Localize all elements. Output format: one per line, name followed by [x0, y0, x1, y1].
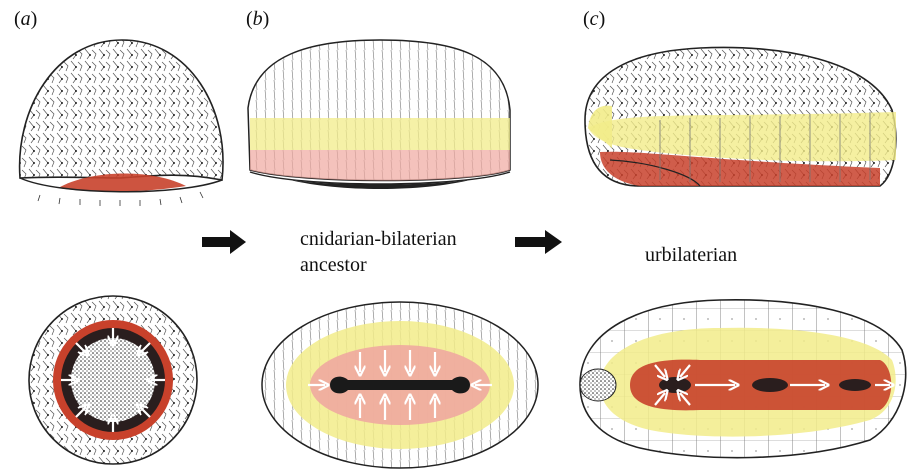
panel-a-oral-view	[29, 296, 197, 464]
pink-zone	[250, 150, 510, 181]
yellow-zone	[250, 118, 510, 150]
panel-c-oral-view	[580, 300, 906, 458]
panel-c-side-view	[585, 47, 896, 186]
panel-b-oral-view	[262, 302, 538, 468]
panel-b-side-view	[248, 40, 510, 189]
transition-arrow-2	[515, 230, 562, 254]
transition-arrow-1	[202, 230, 246, 254]
panel-a-side-view	[20, 40, 223, 206]
